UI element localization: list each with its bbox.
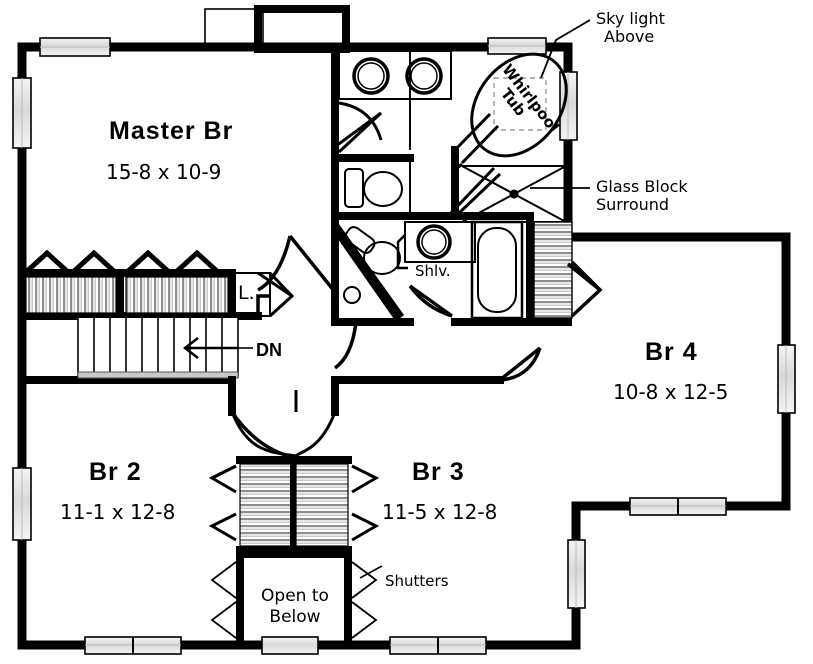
room-label-br-3: Br 3 [412,458,465,486]
windows [12,37,796,655]
tub-deck [453,112,500,216]
landing-silhouette [230,390,337,460]
br3-door[interactable] [498,346,542,382]
room-label-br-2: Br 2 [89,458,142,486]
feature-open-to-below-line1: Open to [261,586,329,606]
annotation-shutters: Shutters [385,572,449,590]
whirlpool-tub-shape [470,52,568,158]
room-dimension-br-2: 11-1 x 12-8 [60,500,176,524]
shutters-leader-line [359,565,383,579]
room-dimension-master-br: 15-8 x 10-9 [106,160,222,184]
annotation-skylight: Sky light Above [596,9,665,47]
hall-bathtub [470,220,524,320]
shelving-unit [396,221,476,270]
hall-landing-outline [256,294,270,316]
bath-hall-door[interactable] [333,321,358,370]
annotation-skylight-line2: Above [604,27,655,47]
room-label-br-4: Br 4 [645,338,698,366]
master-closet-bifold-doors[interactable] [23,249,221,275]
hall-bath-fixtures [343,226,401,304]
open-to-below-area [236,550,352,645]
hall-bath-diagonal-wall [333,224,404,322]
annotation-shelving: Shlv. [415,262,451,280]
stair-direction-arrow [182,337,238,359]
dormer-projection-thick [254,5,350,53]
annotation-glass-block: Glass Block Surround [596,177,688,215]
annotation-linen-closet: L. [238,282,255,304]
br2-door[interactable] [230,411,297,460]
annotation-glass-block-line1: Glass Block [596,177,688,196]
annotation-stair-direction: DN [256,340,282,360]
linen-shelving-closet [533,221,573,319]
center-closet-bifold-doors[interactable] [208,464,380,542]
hall-linen-door-swing[interactable] [257,271,295,318]
hall-walls-lower [228,376,339,416]
annotation-leaders [530,19,591,189]
interior-walls [18,43,572,384]
room-dimension-br-4: 10-8 x 12-5 [613,380,729,404]
hall-bath-door[interactable] [408,284,454,318]
feature-open-to-below: Open to Below [245,586,345,629]
master-bath-door[interactable] [335,101,383,154]
dormer-projection-thin [204,8,264,50]
shower-walls [446,162,502,218]
feature-open-to-below-line2: Below [269,607,321,628]
master-closet-hatching [25,276,229,314]
master-vanity [338,50,452,100]
room-dimension-br-3: 11-5 x 12-8 [382,500,498,524]
annotation-glass-block-line2: Surround [596,195,670,215]
shutter-symbols[interactable] [210,561,378,639]
master-bedroom-door[interactable] [257,234,337,294]
room-label-master-br: Master Br [109,117,234,145]
center-closets [236,456,352,554]
annotation-skylight-line1: Sky light [596,9,665,28]
master-toilet [344,168,403,208]
linen-closet-door[interactable] [566,260,603,318]
